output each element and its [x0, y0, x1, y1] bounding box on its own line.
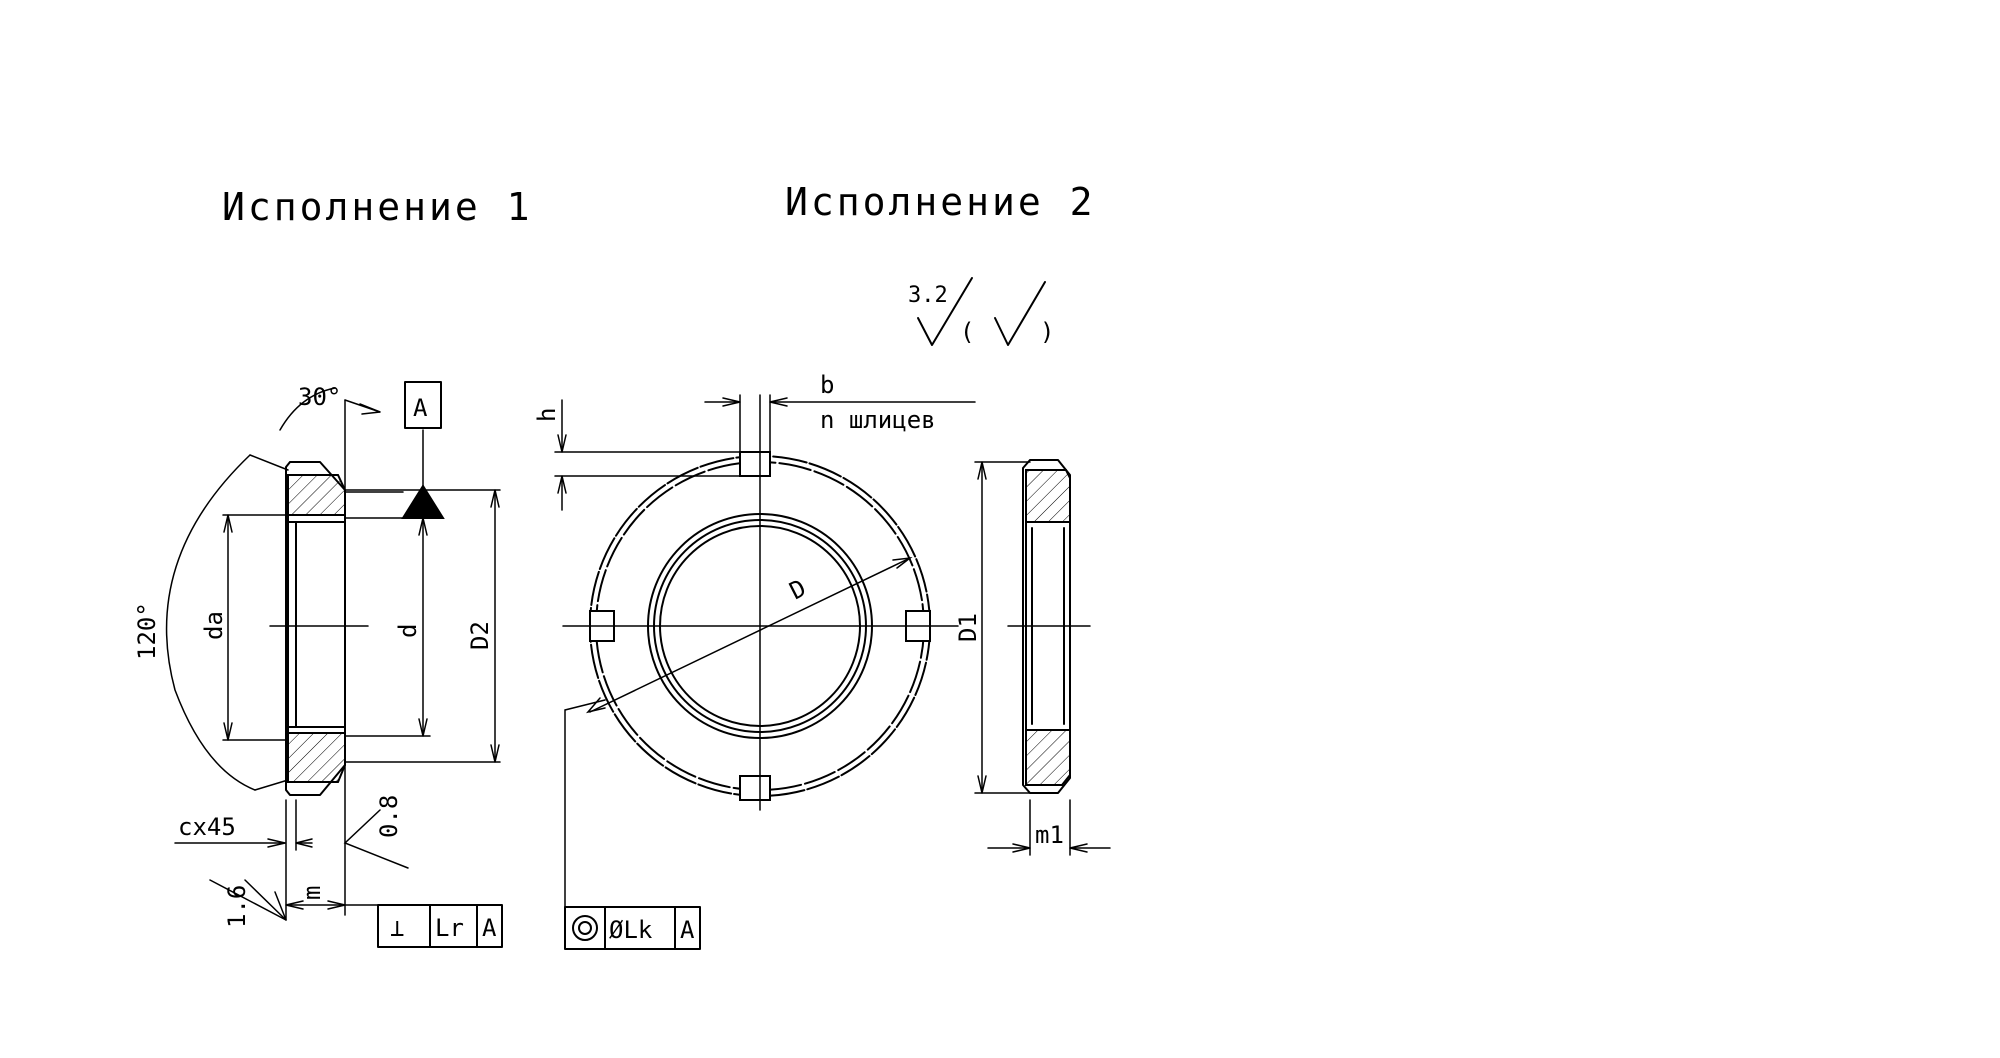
angle-30-label: 30°: [298, 383, 341, 411]
dim-D-label: D: [785, 574, 811, 606]
concentricity-frame: ØLk A: [564, 906, 701, 950]
dim-b-label: b: [820, 371, 834, 399]
variant-1-title: Исполнение 1: [222, 185, 533, 229]
variant-2-section: D1 m1: [954, 459, 1111, 856]
dim-d1-label: D1: [954, 613, 982, 642]
dim-da-label: da: [200, 611, 228, 640]
datum-a-label: A: [413, 394, 428, 422]
perpendicularity-frame: ⊥ Lr A: [377, 904, 503, 948]
dim-h-label: h: [533, 408, 561, 422]
variant-2-front-view: D h b n шлицев: [533, 371, 976, 916]
roughness-value: 3.2: [908, 283, 948, 308]
roughness-symbol: 3.2 ( ): [908, 277, 1054, 346]
chamfer-label: cx45: [178, 813, 236, 841]
perpendicularity-value: Lr: [435, 914, 464, 942]
dim-m1-label: m1: [1035, 821, 1064, 849]
dim-m-label: m: [298, 886, 326, 900]
concentricity-datum: A: [680, 916, 695, 944]
concentricity-icon: [572, 915, 598, 941]
concentricity-value: ØLk: [609, 916, 653, 944]
roughness-16-label: 1.6: [223, 885, 251, 928]
variant-2-title: Исполнение 2: [785, 180, 1096, 224]
roughness-08-label: 0.8: [375, 795, 403, 838]
roughness-close-paren: ): [1040, 318, 1054, 346]
roughness-open-paren: (: [960, 318, 974, 346]
perpendicularity-symbol: ⊥: [390, 914, 404, 942]
variant-1-section: 30° 120° da A d D2: [133, 381, 501, 928]
dim-d2-label: D2: [466, 621, 494, 650]
angle-120-label: 120°: [133, 602, 161, 660]
perpendicularity-datum: A: [482, 914, 497, 942]
slots-count-label: n шлицев: [820, 406, 936, 434]
dim-d-label: d: [394, 624, 422, 638]
